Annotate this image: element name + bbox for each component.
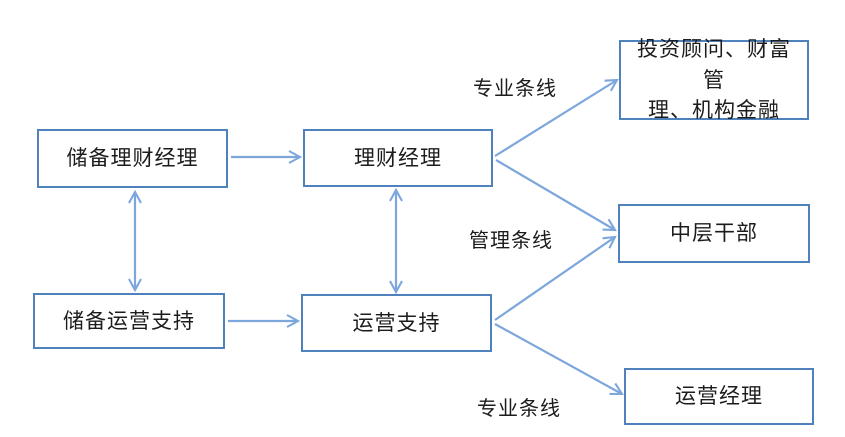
node-label: 运营经理 [675,384,763,409]
arrow-ops-to-middle-cadre [494,235,617,321]
node-reserve-ops-support: 储备运营支持 [33,293,225,349]
node-label: 理财经理 [354,145,442,170]
node-label: 投资顾问、财富管 理、机构金融 [637,37,791,123]
node-label: 运营支持 [352,310,441,335]
node-label: 中层干部 [670,221,758,246]
node-advisor-wealth-institutional: 投资顾问、财富管 理、机构金融 [619,37,809,122]
node-label: 储备运营支持 [63,308,195,333]
edge-label-management-line: 管理条线 [469,230,553,252]
node-label: 储备理财经理 [66,146,199,171]
arrow-ops-to-ops-manager [494,323,624,396]
node-ops-support: 运营支持 [301,294,492,352]
arrow-wealth-to-advisor [494,78,619,157]
node-ops-manager: 运营经理 [624,368,814,425]
node-middle-cadre: 中层干部 [618,204,810,263]
node-reserve-wealth-manager: 储备理财经理 [37,129,228,188]
edge-label-professional-line-bottom: 专业条线 [477,398,561,420]
node-wealth-manager: 理财经理 [303,129,493,187]
edge-label-professional-line-top: 专业条线 [473,78,557,100]
arrow-wealth-to-middle-cadre [495,159,617,232]
